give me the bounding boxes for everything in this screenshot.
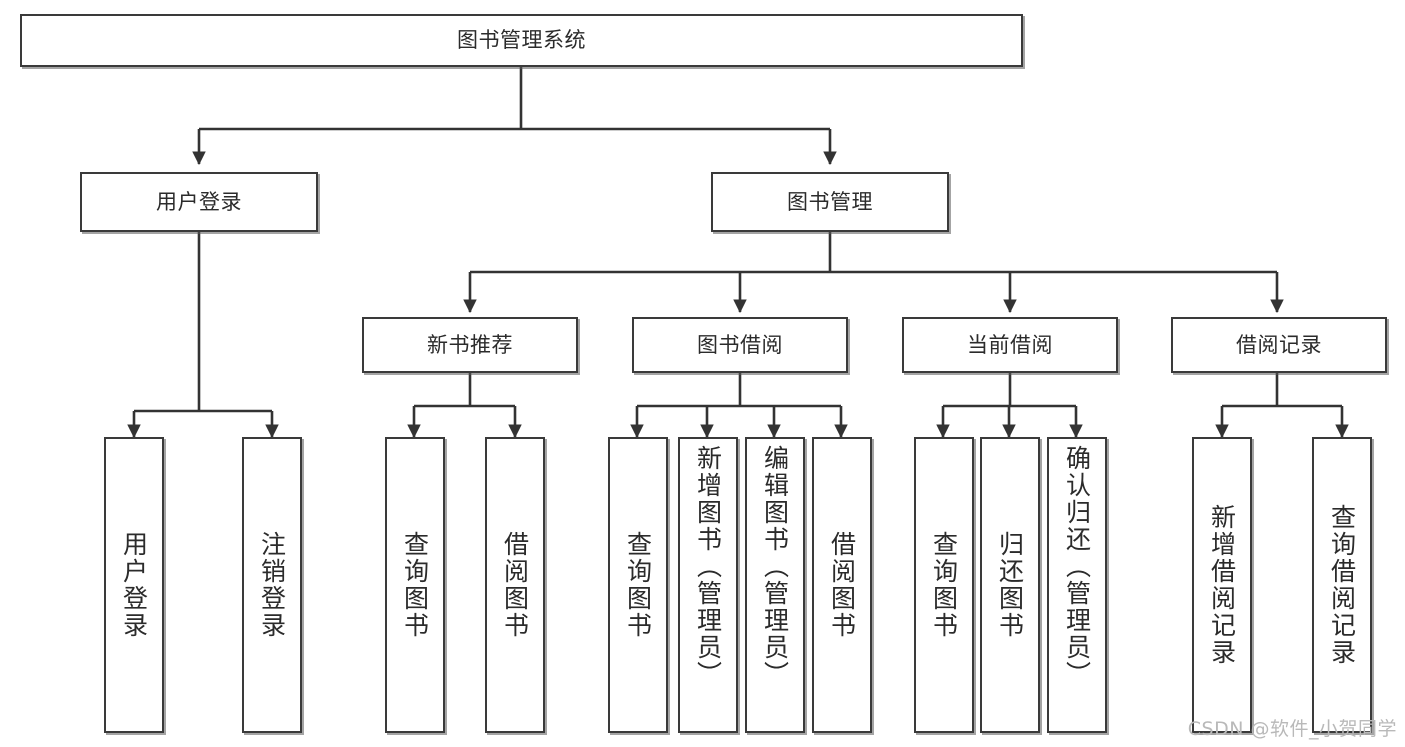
node-leaf-add-book-label: 新增图书（管理员） <box>693 445 723 688</box>
node-new-book-recommend[interactable]: 新书推荐 <box>362 317 578 373</box>
node-leaf-query-record[interactable]: 查询借阅记录 <box>1312 437 1372 733</box>
node-book-management-label: 图书管理 <box>787 189 873 214</box>
node-leaf-borrow-book-2-label: 借阅图书 <box>827 531 857 639</box>
node-leaf-edit-book[interactable]: 编辑图书（管理员） <box>745 437 805 733</box>
node-leaf-borrow-book-1-label: 借阅图书 <box>500 531 530 639</box>
node-leaf-user-login-label: 用户登录 <box>119 531 149 639</box>
node-user-login[interactable]: 用户登录 <box>80 172 318 232</box>
node-leaf-confirm-return[interactable]: 确认归还（管理员） <box>1047 437 1107 733</box>
node-root-label: 图书管理系统 <box>457 28 586 53</box>
node-leaf-logout-login[interactable]: 注销登录 <box>242 437 302 733</box>
node-leaf-query-book-2[interactable]: 查询图书 <box>608 437 668 733</box>
node-current-borrow-label: 当前借阅 <box>967 332 1053 357</box>
node-user-login-label: 用户登录 <box>156 189 242 214</box>
node-leaf-user-login[interactable]: 用户登录 <box>104 437 164 733</box>
node-book-management[interactable]: 图书管理 <box>711 172 949 232</box>
node-leaf-query-book-3[interactable]: 查询图书 <box>914 437 974 733</box>
node-leaf-query-record-label: 查询借阅记录 <box>1327 504 1357 666</box>
node-leaf-add-record[interactable]: 新增借阅记录 <box>1192 437 1252 733</box>
node-leaf-return-book[interactable]: 归还图书 <box>980 437 1040 733</box>
node-leaf-query-book-2-label: 查询图书 <box>623 531 653 639</box>
node-leaf-borrow-book-1[interactable]: 借阅图书 <box>485 437 545 733</box>
node-leaf-edit-book-label: 编辑图书（管理员） <box>760 445 790 688</box>
node-borrow-record[interactable]: 借阅记录 <box>1171 317 1387 373</box>
node-leaf-add-record-label: 新增借阅记录 <box>1207 504 1237 666</box>
node-leaf-query-book-1-label: 查询图书 <box>400 531 430 639</box>
node-new-book-recommend-label: 新书推荐 <box>427 332 513 357</box>
node-leaf-borrow-book-2[interactable]: 借阅图书 <box>812 437 872 733</box>
node-leaf-add-book[interactable]: 新增图书（管理员） <box>678 437 738 733</box>
node-leaf-return-book-label: 归还图书 <box>995 531 1025 639</box>
node-leaf-confirm-return-label: 确认归还（管理员） <box>1062 445 1092 688</box>
node-leaf-logout-login-label: 注销登录 <box>257 531 287 639</box>
node-book-borrow[interactable]: 图书借阅 <box>632 317 848 373</box>
node-leaf-query-book-3-label: 查询图书 <box>929 531 959 639</box>
node-root[interactable]: 图书管理系统 <box>20 14 1023 67</box>
node-leaf-query-book-1[interactable]: 查询图书 <box>385 437 445 733</box>
node-borrow-record-label: 借阅记录 <box>1236 332 1322 357</box>
watermark-text: CSDN @软件_小贺同学 <box>1187 718 1397 740</box>
node-book-borrow-label: 图书借阅 <box>697 332 783 357</box>
node-current-borrow[interactable]: 当前借阅 <box>902 317 1118 373</box>
